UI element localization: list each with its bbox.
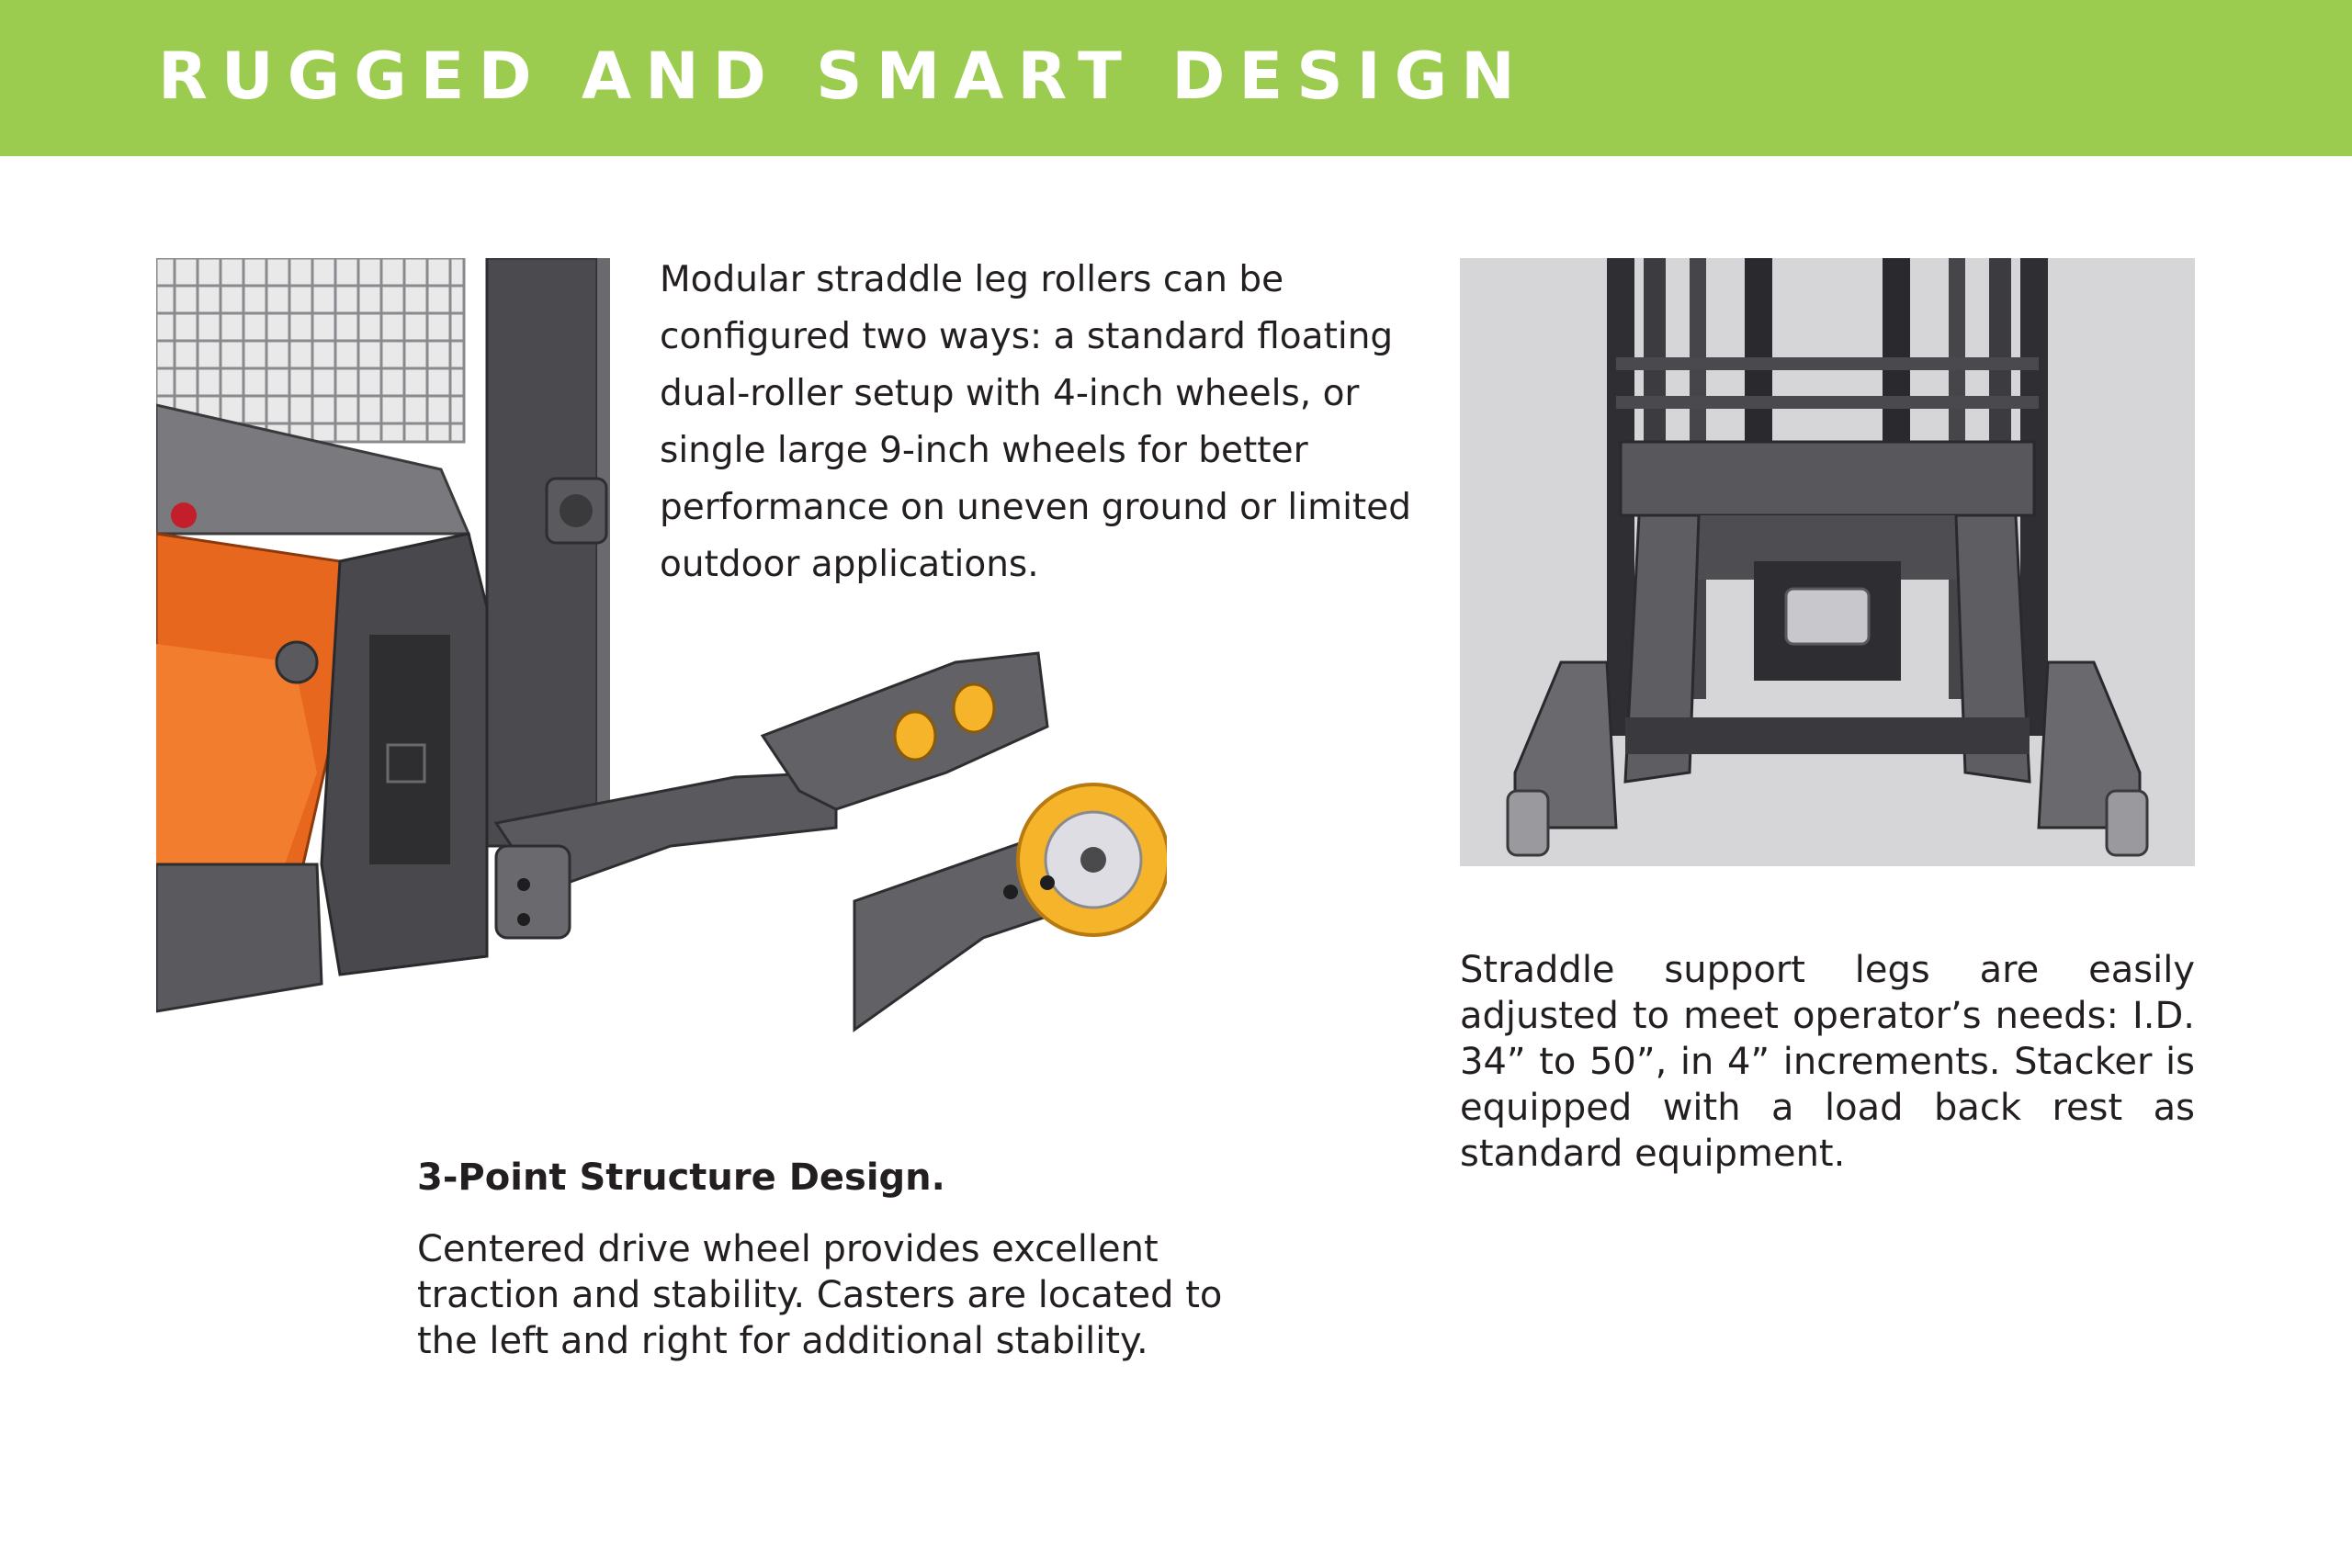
stacker-mast-front-view-photo-icon xyxy=(1460,258,2195,866)
modular-rollers-text: Modular straddle leg rollers can be conf… xyxy=(660,259,1411,585)
three-point-heading: 3-Point Structure Design. xyxy=(417,1156,945,1199)
page-title: RUGGED AND SMART DESIGN xyxy=(158,39,1529,114)
stacker-straddle-leg-roller-illustration-icon xyxy=(156,258,1167,1032)
straddle-legs-text: Straddle support legs are easily adjuste… xyxy=(1460,949,2195,1175)
three-point-text: Centered drive wheel provides excellent … xyxy=(417,1228,1223,1362)
header-banner: RUGGED AND SMART DESIGN xyxy=(0,0,2352,156)
